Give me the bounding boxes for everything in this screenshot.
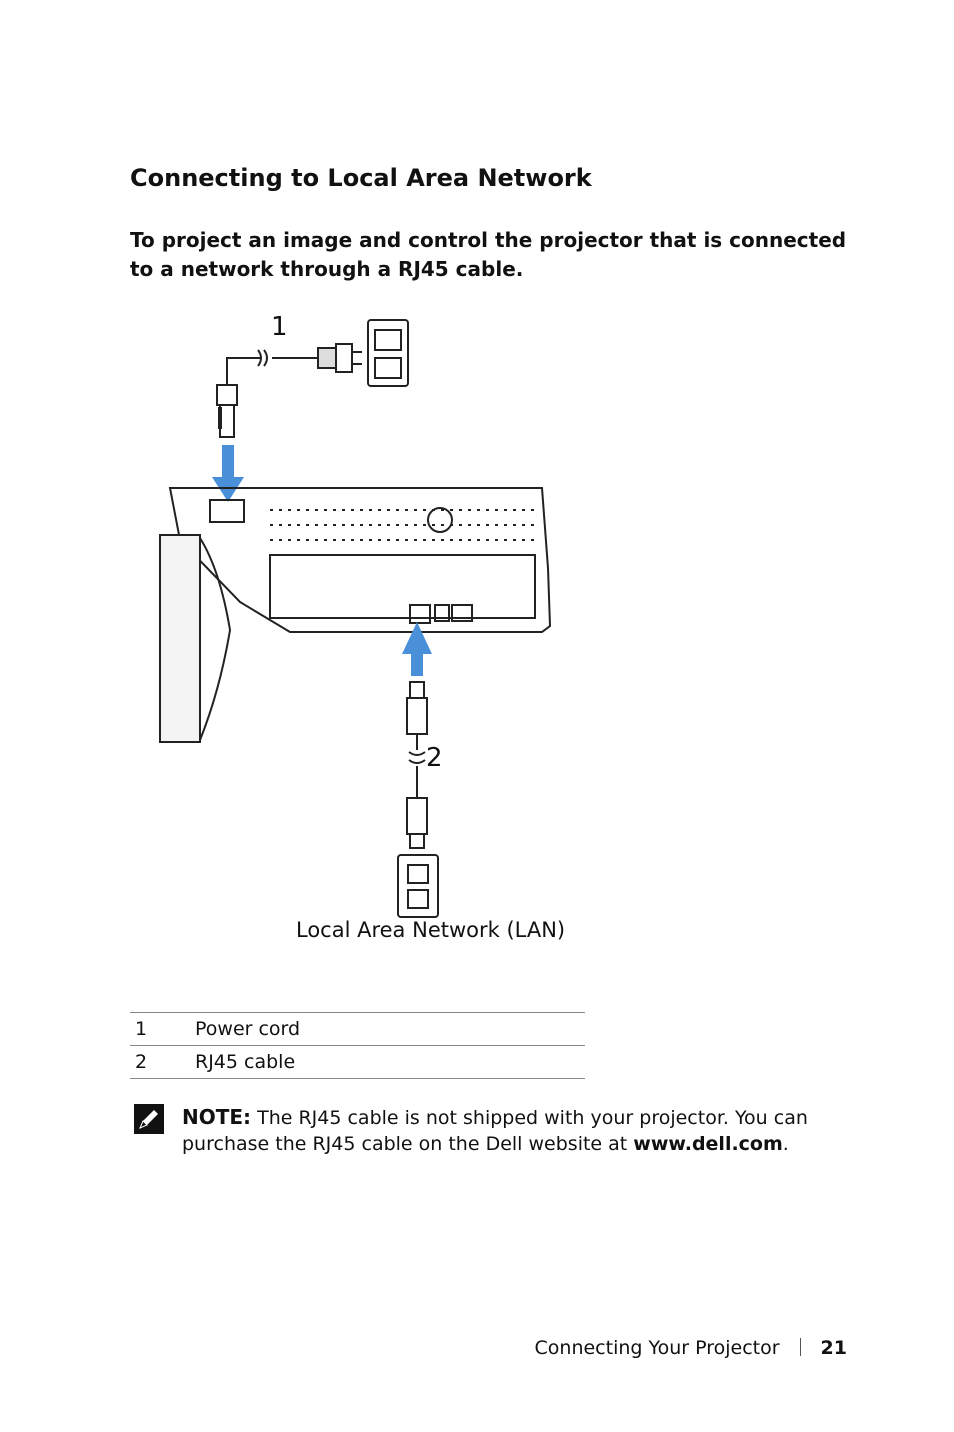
section-heading: Connecting to Local Area Network [130, 164, 592, 192]
projector-icon [159, 487, 552, 743]
arrow-up-icon [402, 622, 432, 676]
legend-label: Power cord [195, 1012, 585, 1046]
lan-caption: Local Area Network (LAN) [296, 918, 566, 942]
footer-divider [799, 1338, 801, 1356]
power-cord-icon [216, 343, 362, 438]
note-label: NOTE: [182, 1105, 252, 1129]
instruction-subheading: To project an image and control the proj… [130, 228, 847, 281]
footer-section-title: Connecting Your Projector [534, 1337, 780, 1359]
pencil-icon [134, 1104, 164, 1134]
note-paragraph: NOTE: The RJ45 cable is not shipped with… [182, 1104, 882, 1157]
lan-outlet-icon [397, 854, 439, 918]
arrow-down-icon [212, 445, 244, 502]
legend-label: RJ45 cable [195, 1045, 585, 1079]
note-text: The RJ45 cable is not shipped with your … [182, 1107, 808, 1155]
projector-lan-diagram [159, 319, 552, 918]
dell-website-link[interactable]: www.dell.com [633, 1133, 783, 1155]
legend-number: 2 [130, 1045, 195, 1079]
callout-2: 2 [426, 743, 443, 773]
callout-legend-table: 1 Power cord 2 RJ45 cable [130, 1012, 585, 1079]
connection-diagram: 1 2 [140, 310, 620, 950]
page-number: 21 [820, 1337, 847, 1359]
rj45-cable-icon [406, 681, 428, 849]
table-row: 1 Power cord [130, 1012, 585, 1046]
note-text-end: . [782, 1133, 789, 1155]
table-row: 2 RJ45 cable [130, 1045, 585, 1079]
legend-number: 1 [130, 1012, 195, 1046]
power-outlet-icon [367, 319, 409, 387]
page-footer: Connecting Your Projector 21 [535, 1337, 847, 1359]
callout-1: 1 [271, 312, 288, 342]
